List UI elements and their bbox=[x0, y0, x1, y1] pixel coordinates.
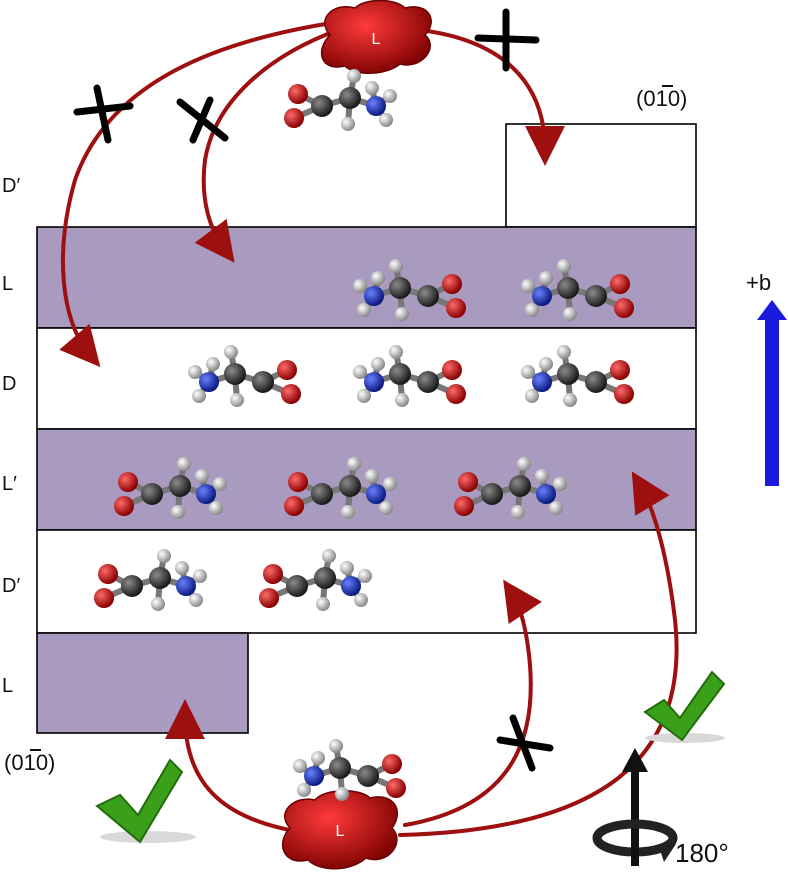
arrow-top-to-step bbox=[418, 28, 565, 166]
layer-label-l-top: L bbox=[2, 273, 13, 295]
check-icon bbox=[95, 758, 196, 844]
molecule bbox=[454, 457, 567, 519]
rotation-arrow-icon: 180° bbox=[592, 748, 729, 868]
svg-text:(010): (010) bbox=[636, 86, 687, 111]
cross-icons bbox=[73, 8, 554, 772]
molecule bbox=[94, 549, 207, 611]
molecule bbox=[521, 345, 634, 407]
face-label-bottom: (010) bbox=[4, 749, 55, 775]
svg-text:(010): (010) bbox=[4, 750, 55, 775]
additive-blob-bottom: L bbox=[281, 790, 398, 870]
molecule bbox=[293, 739, 406, 801]
rotation-label: 180° bbox=[675, 838, 729, 868]
molecule bbox=[284, 457, 397, 519]
molecule bbox=[284, 69, 397, 131]
face-top-overbar-digit: 1 bbox=[656, 86, 668, 111]
molecule bbox=[353, 345, 466, 407]
attachment-arrows bbox=[59, 20, 679, 837]
arrow-top-to-d-layer bbox=[59, 20, 340, 368]
layer-labels: D′ L D L′ D′ L bbox=[2, 175, 20, 697]
cross-icon bbox=[73, 84, 134, 144]
molecule bbox=[353, 259, 466, 321]
molecule bbox=[188, 345, 301, 407]
face-bottom-overbar-digit: 1 bbox=[24, 750, 36, 775]
b-axis-arrow-icon: +b bbox=[746, 270, 787, 486]
layer-label-d-prime-top: D′ bbox=[2, 175, 20, 197]
arrow-bottom-to-l-prime-edge bbox=[398, 471, 679, 837]
layer-l-step-bottom bbox=[36, 632, 249, 734]
molecule bbox=[114, 457, 227, 519]
cross-icon bbox=[474, 8, 540, 72]
arrow-top-to-l-layer bbox=[194, 28, 340, 263]
molecule bbox=[521, 259, 634, 321]
additive-label-bottom: L bbox=[336, 823, 345, 840]
layer-label-l-bottom: L bbox=[2, 675, 13, 697]
layer-d-prime-step-top bbox=[505, 123, 697, 228]
molecule bbox=[259, 549, 372, 611]
crystal-layers bbox=[36, 123, 697, 734]
cross-icon bbox=[176, 96, 229, 144]
face-label-top: (010) bbox=[636, 85, 687, 111]
layer-label-d: D bbox=[2, 373, 16, 395]
layer-label-l-prime: L′ bbox=[2, 473, 17, 495]
arrow-bottom-to-l-step bbox=[165, 699, 302, 834]
additive-label-top: L bbox=[372, 31, 381, 48]
additive-blob-top: L bbox=[320, 0, 432, 74]
cross-icon bbox=[496, 714, 554, 772]
axis-label: +b bbox=[746, 270, 771, 295]
arrow-bottom-to-d-prime-edge bbox=[403, 579, 542, 827]
check-icon bbox=[643, 670, 726, 743]
molecules bbox=[94, 69, 634, 801]
layer-label-d-prime: D′ bbox=[2, 575, 20, 597]
